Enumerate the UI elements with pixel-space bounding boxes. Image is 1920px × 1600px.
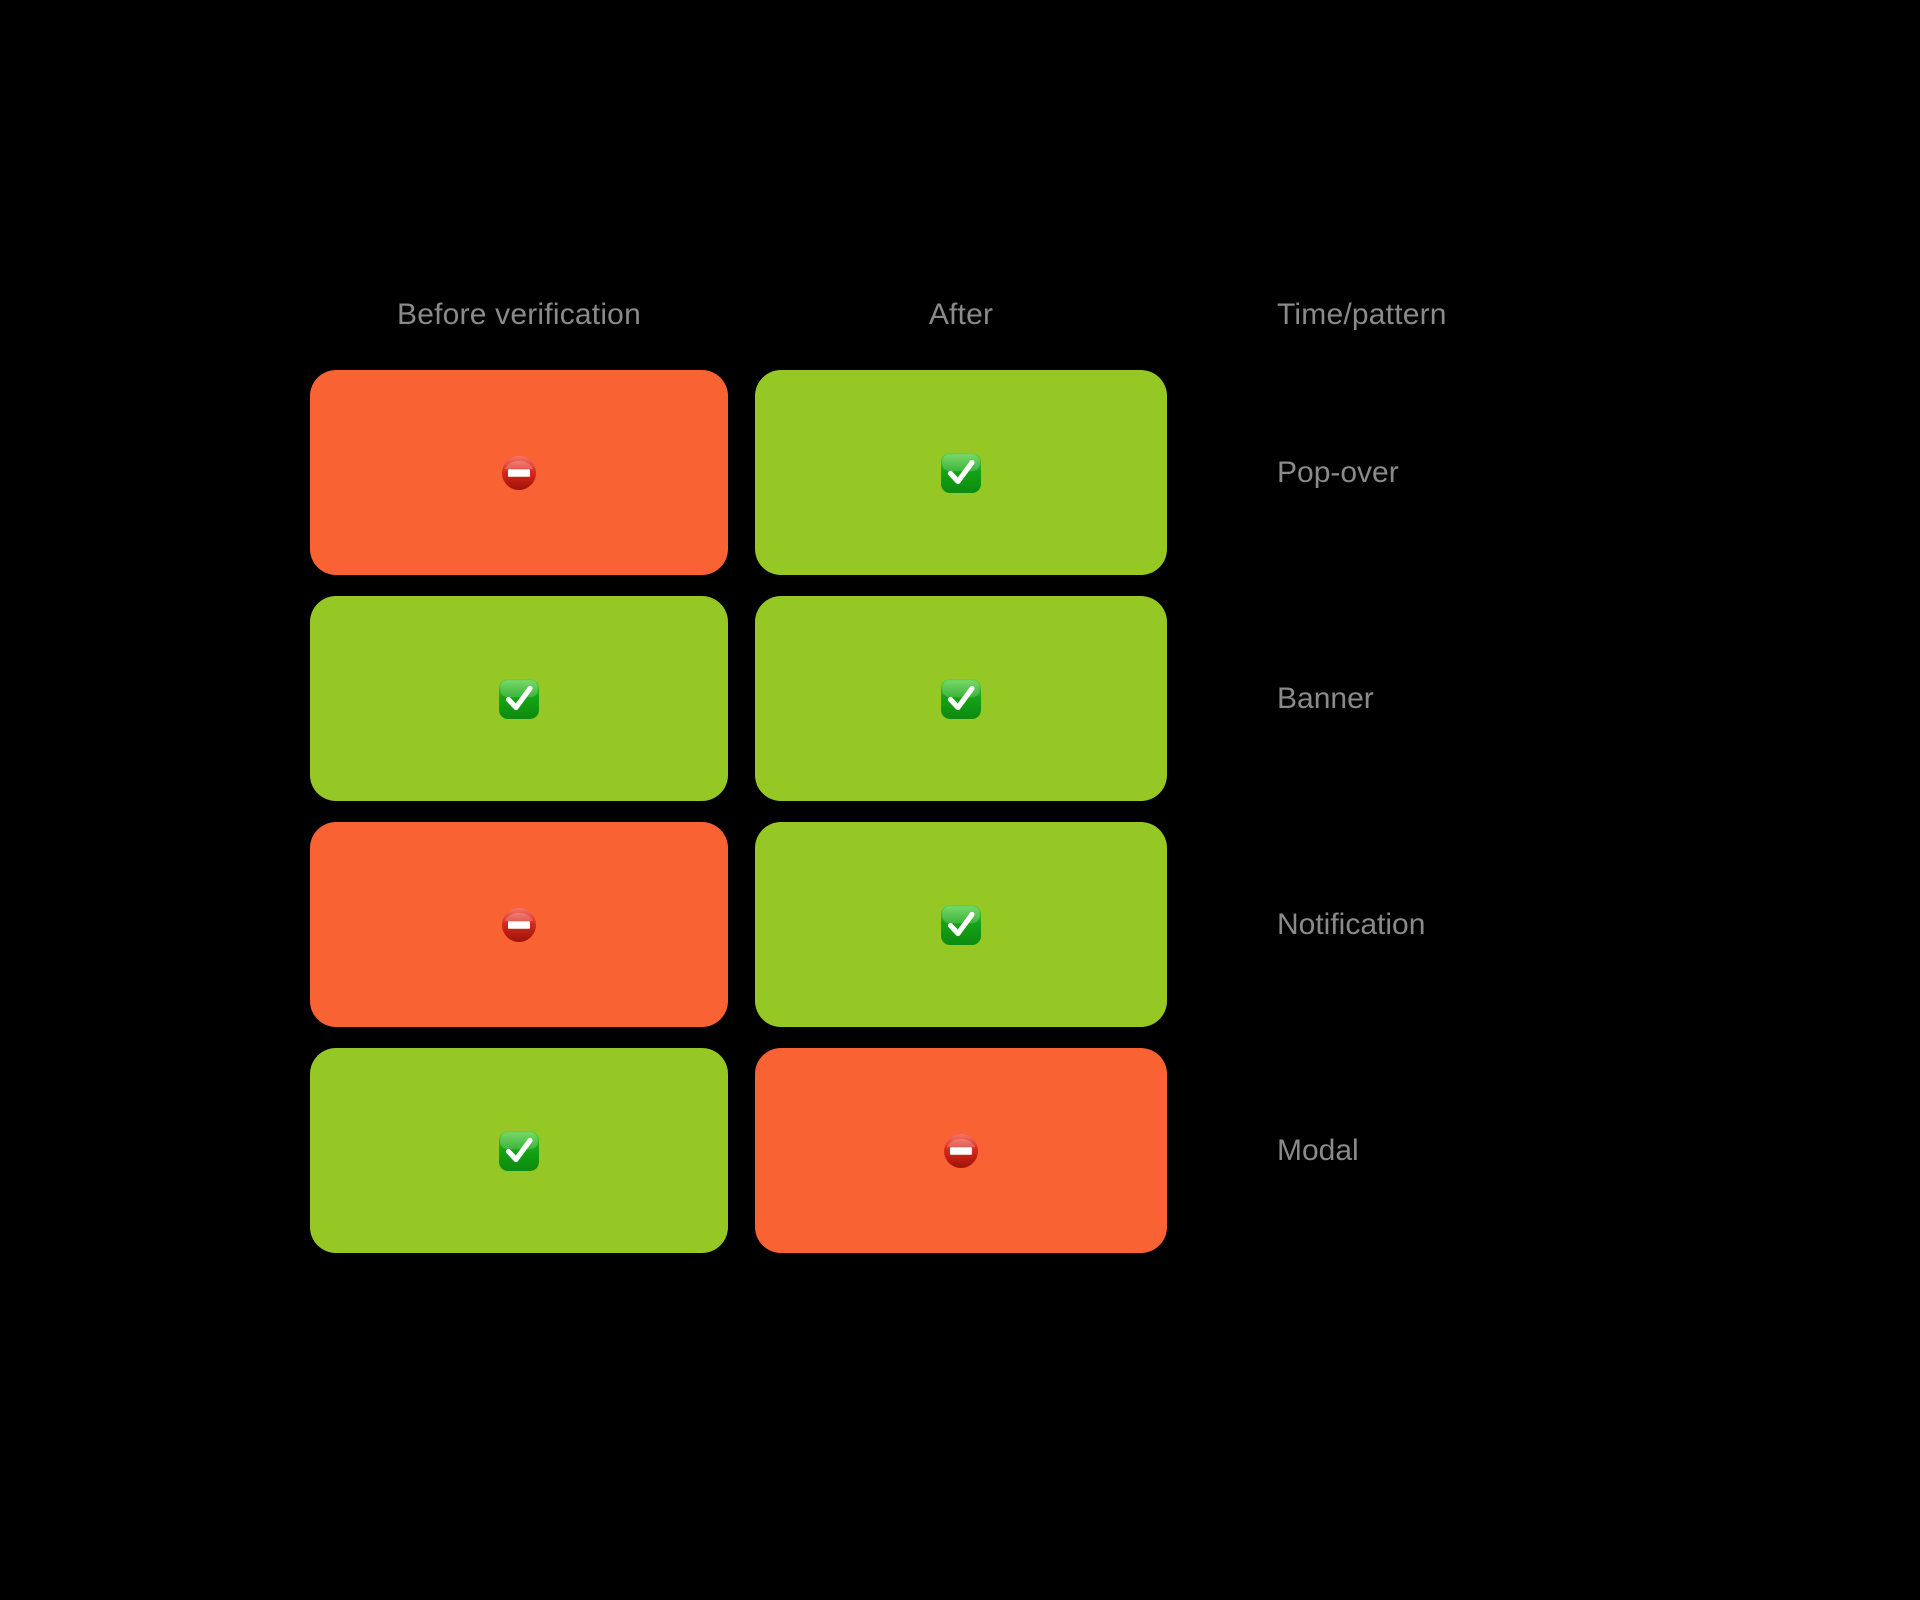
column-gap bbox=[1167, 370, 1277, 575]
row-label: Pop-over bbox=[1277, 455, 1399, 489]
column-gap bbox=[728, 1048, 755, 1253]
column-gap bbox=[1167, 596, 1277, 801]
matrix-row: Notification bbox=[310, 822, 1550, 1027]
comparison-matrix: Before verification After Time/pattern P… bbox=[310, 270, 1550, 1274]
matrix-row: Modal bbox=[310, 1048, 1550, 1253]
column-gap bbox=[1167, 1048, 1277, 1253]
column-gap bbox=[728, 370, 755, 575]
cell-before-allowed[interactable] bbox=[310, 1048, 728, 1253]
cell-after-blocked[interactable] bbox=[755, 1048, 1167, 1253]
row-label: Modal bbox=[1277, 1133, 1359, 1167]
cell-after-allowed[interactable] bbox=[755, 370, 1167, 575]
column-header-after: After bbox=[928, 298, 994, 331]
row-label-cell: Modal bbox=[1277, 1048, 1550, 1253]
cell-before-blocked[interactable] bbox=[310, 370, 728, 575]
matrix-row: Banner bbox=[310, 596, 1550, 801]
no-entry-icon bbox=[497, 903, 541, 947]
check-mark-button-icon bbox=[497, 677, 541, 721]
check-mark-button-icon bbox=[939, 451, 983, 495]
no-entry-icon bbox=[939, 1129, 983, 1173]
check-mark-button-icon bbox=[939, 903, 983, 947]
cell-after-allowed[interactable] bbox=[755, 596, 1167, 801]
column-header-before: Before verification bbox=[397, 298, 641, 331]
row-label-cell: Pop-over bbox=[1277, 370, 1550, 575]
cell-before-blocked[interactable] bbox=[310, 822, 728, 1027]
no-entry-icon bbox=[497, 451, 541, 495]
column-gap bbox=[728, 822, 755, 1027]
row-label-cell: Banner bbox=[1277, 596, 1550, 801]
cell-after-allowed[interactable] bbox=[755, 822, 1167, 1027]
row-label: Notification bbox=[1277, 907, 1426, 941]
matrix-row: Pop-over bbox=[310, 370, 1550, 575]
row-label: Banner bbox=[1277, 681, 1374, 715]
matrix-header-row: Before verification After Time/pattern bbox=[310, 270, 1550, 360]
column-gap bbox=[1167, 822, 1277, 1027]
cell-before-allowed[interactable] bbox=[310, 596, 728, 801]
matrix-body: Pop-over Banner Notification bbox=[310, 370, 1550, 1253]
check-mark-button-icon bbox=[497, 1129, 541, 1173]
check-mark-button-icon bbox=[939, 677, 983, 721]
row-label-cell: Notification bbox=[1277, 822, 1550, 1027]
column-header-time-pattern: Time/pattern bbox=[1277, 298, 1447, 331]
column-gap bbox=[728, 596, 755, 801]
